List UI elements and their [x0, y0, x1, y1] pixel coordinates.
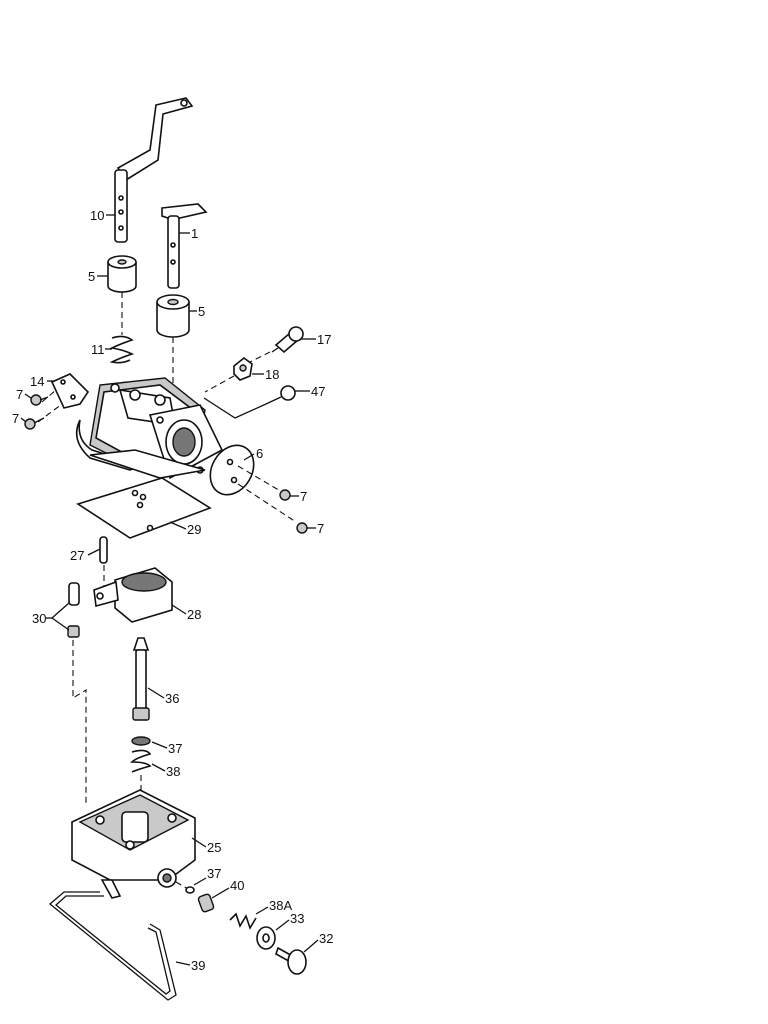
callout-7-left-lower: 7 — [12, 411, 19, 426]
screw-part-7-right-upper — [279, 489, 291, 501]
callout-37-upper: 37 — [168, 741, 182, 756]
callout-6: 6 — [256, 446, 263, 461]
callout-labels: 10 1 5 5 11 17 18 47 14 7 7 6 7 7 29 27 … — [12, 208, 333, 973]
carburetor-upper-body — [75, 377, 224, 480]
callout-5-right: 5 — [198, 304, 205, 319]
callout-7-right-lower: 7 — [317, 521, 324, 536]
callout-40: 40 — [230, 878, 244, 893]
callout-32: 32 — [319, 931, 333, 946]
bushing-part-5-left — [107, 255, 137, 293]
o-ring-part-37-upper — [131, 736, 151, 746]
choke-shaft-part-1 — [161, 203, 208, 289]
leader-lines — [20, 214, 319, 966]
callout-17: 17 — [317, 332, 331, 347]
seat-part-30 — [67, 625, 80, 638]
screw-part-7-right-lower — [296, 522, 308, 534]
callout-11: 11 — [91, 342, 105, 357]
callout-39: 39 — [191, 958, 205, 973]
tube-part-36 — [132, 637, 150, 721]
callout-38: 38 — [166, 764, 180, 779]
float-part-28 — [93, 567, 173, 623]
washer-part-33 — [256, 926, 276, 950]
knob-part-47 — [265, 385, 296, 405]
screw-part-32 — [275, 946, 307, 975]
spring-part-11 — [109, 335, 135, 364]
wire-clip-part-39 — [48, 891, 177, 1001]
throttle-shaft-part-10 — [114, 97, 194, 243]
float-bowl-part-25 — [71, 789, 196, 899]
callout-1: 1 — [191, 226, 198, 241]
callout-37-lower: 37 — [207, 866, 221, 881]
callout-18: 18 — [265, 367, 279, 382]
gasket-part-29 — [76, 477, 212, 539]
callout-10: 10 — [90, 208, 104, 223]
spring-part-38 — [130, 749, 152, 773]
callout-25: 25 — [207, 840, 221, 855]
callout-29: 29 — [187, 522, 201, 537]
nut-part-18 — [233, 356, 253, 381]
bushing-part-5-right — [156, 294, 190, 338]
callout-27: 27 — [70, 548, 84, 563]
screw-part-7-left-lower — [24, 417, 45, 430]
idle-screw-part-17 — [271, 326, 304, 354]
callout-47: 47 — [311, 384, 325, 399]
callout-5-left: 5 — [88, 269, 95, 284]
callout-30: 30 — [32, 611, 46, 626]
callout-36: 36 — [165, 691, 179, 706]
callout-14: 14 — [30, 374, 44, 389]
pin-part-27 — [99, 536, 108, 590]
callout-7-right-upper: 7 — [300, 489, 307, 504]
callout-7-left-upper: 7 — [16, 387, 23, 402]
needle-part-30 — [68, 582, 80, 606]
callout-38A: 38A — [269, 898, 292, 913]
gasket-part-6 — [209, 444, 255, 496]
screw-part-7-left-upper — [30, 394, 49, 406]
callout-28: 28 — [187, 607, 201, 622]
spring-part-38A — [229, 912, 257, 930]
o-ring-part-37-lower — [185, 886, 195, 894]
cover-plate-part-14 — [50, 373, 90, 409]
jet-part-40 — [197, 893, 215, 913]
callout-33: 33 — [290, 911, 304, 926]
